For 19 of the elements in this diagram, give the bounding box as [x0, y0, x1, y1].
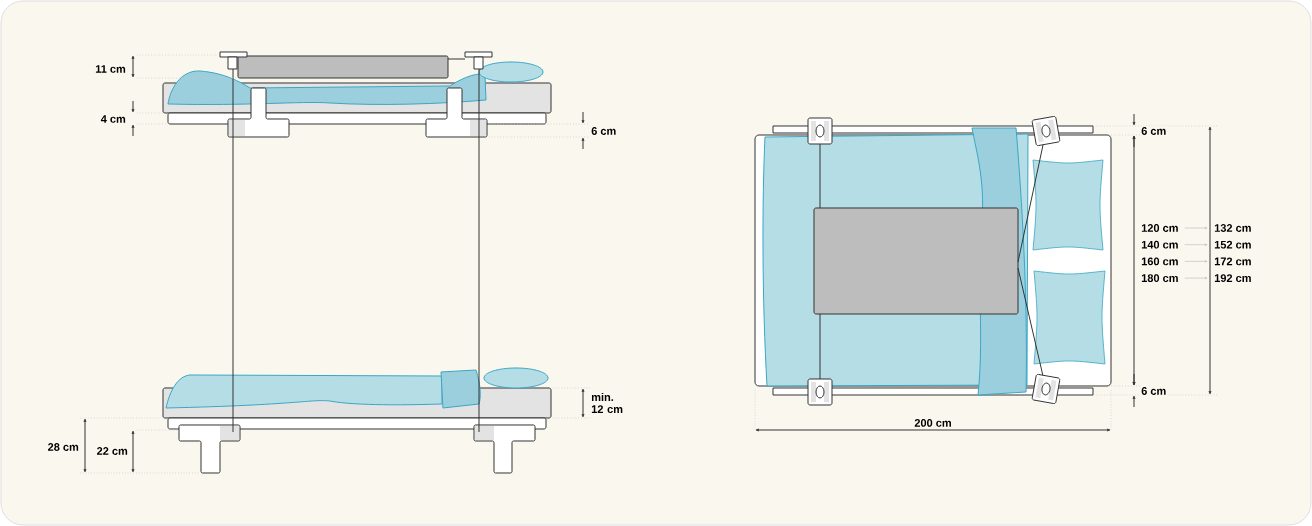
width-label: 140 cm [1140, 239, 1180, 250]
dimension-label: 11 cm [94, 64, 127, 74]
dimension-label: 6 cm [1140, 386, 1168, 396]
width-label: 180 cm [1140, 273, 1180, 283]
dimension-label: 6 cm [1140, 126, 1168, 136]
dimension-label: 4 cm [99, 114, 127, 124]
width-label: 192 cm [1213, 273, 1253, 283]
dimension-label: 22 cm [95, 446, 129, 456]
arrow [1184, 243, 1208, 246]
dimension-label: 200 cm [913, 418, 953, 428]
width-label: 152 cm [1213, 239, 1253, 250]
arrow [1184, 260, 1208, 263]
dimension-label: min. 12 cm [590, 391, 629, 415]
width-label: 120 cm [1140, 223, 1180, 233]
dimension-label: 6 cm [590, 126, 618, 136]
dimension-label: 28 cm [46, 442, 80, 452]
width-label: 160 cm [1140, 256, 1180, 267]
width-label: 172 cm [1213, 256, 1253, 267]
width-label: 132 cm [1213, 223, 1253, 233]
